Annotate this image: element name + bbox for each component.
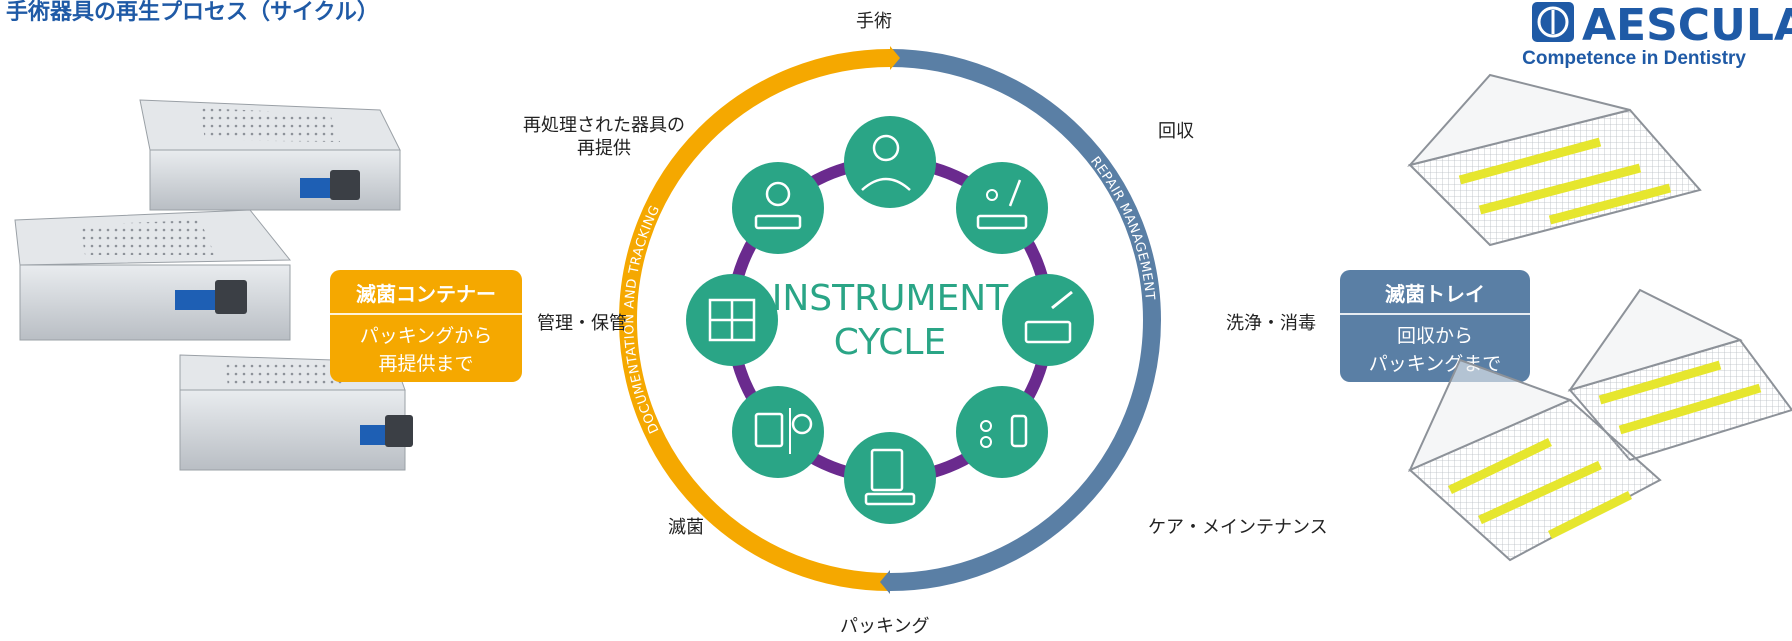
logo-brand: AESCULAP	[1582, 0, 1792, 51]
stage-label-resupply-line1: 再処理された器具の	[523, 115, 685, 136]
stage-icon-surgery	[844, 116, 936, 208]
stage-label-packing: パッキング	[840, 616, 930, 637]
aesculap-logo: AESCULAP	[1532, 0, 1792, 51]
arc-right-label: REPAIR MANAGEMENT	[1087, 154, 1157, 301]
documentation-arc	[619, 49, 891, 591]
stage-icon-storage	[686, 274, 778, 366]
tray-3	[1408, 358, 1662, 562]
stage-label-cleaning: 洗浄・消毒	[1226, 313, 1316, 334]
stage-icon-cleaning	[1002, 274, 1094, 366]
sterilization-trays-image	[1407, 73, 1792, 562]
sterilization-tray-box: 滅菌トレイ 回収から パッキングまで	[1340, 270, 1530, 382]
stage-icon-care	[956, 386, 1048, 478]
sterilization-container-box: 滅菌コンテナー パッキングから 再提供まで	[330, 270, 522, 382]
tray-box-title: 滅菌トレイ	[1340, 270, 1530, 315]
container-box-line2: 再提供まで	[378, 352, 474, 375]
sterilization-containers-image	[14, 99, 413, 471]
container-box-line1: パッキングから	[359, 325, 493, 347]
stage-label-storage: 管理・保管	[537, 313, 627, 334]
stage-label-resupply-line2: 再提供	[577, 138, 631, 160]
stage-icon-sterilization	[732, 386, 824, 478]
instrument-cycle-diagram: DOCUMENTATION AND TRACKING REPAIR MANAGE…	[619, 46, 1161, 594]
container-1	[139, 99, 401, 211]
stage-label-care: ケア・メインテナンス	[1148, 517, 1328, 538]
repair-arc	[889, 49, 1161, 591]
stage-label-resupply: 再処理された器具の 再提供	[523, 114, 685, 161]
stage-icon-packing	[844, 432, 936, 524]
page-title: 手術器具の再生プロセス（サイクル）	[6, 0, 379, 25]
logo-tagline: Competence in Dentistry	[1522, 48, 1746, 69]
stage-icon-resupply	[732, 162, 824, 254]
tray-box-line1: 回収から	[1396, 325, 1473, 347]
cycle-center-title-line2: CYCLE	[834, 322, 946, 363]
arc-left-label: DOCUMENTATION AND TRACKING	[622, 203, 663, 435]
stage-icon-collection	[956, 162, 1048, 254]
cycle-center-title-line1: INSTRUMENT	[772, 278, 1009, 319]
stage-label-collection: 回収	[1158, 121, 1194, 142]
container-2	[14, 209, 292, 341]
stage-label-surgery: 手術	[856, 11, 892, 32]
container-box-title: 滅菌コンテナー	[330, 270, 522, 315]
stage-label-sterilization: 滅菌	[668, 517, 704, 538]
tray-1	[1407, 73, 1702, 247]
